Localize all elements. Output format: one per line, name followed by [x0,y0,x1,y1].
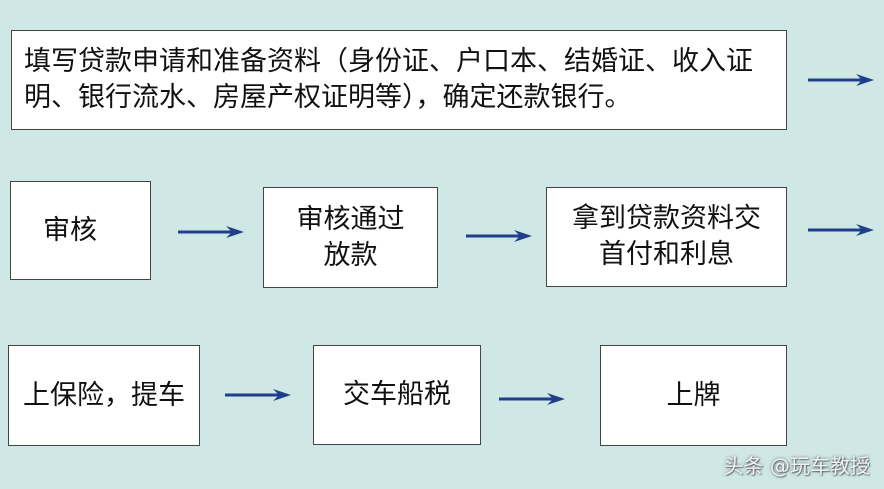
step-fill-application-text: 填写贷款申请和准备资料（身份证、户口本、结婚证、收入证明、银行流水、房屋产权证明… [24,46,753,113]
arrow-right-icon [808,224,874,236]
step-insurance-pickup: 上保险，提车 [8,345,200,446]
step-review: 审核 [10,181,151,280]
step-approved-loan-text: 审核通过放款 [296,203,405,271]
arrow-right-icon [499,393,565,405]
step-fill-application: 填写贷款申请和准备资料（身份证、户口本、结婚证、收入证明、银行流水、房屋产权证明… [11,30,787,130]
step-license-plate-text: 上牌 [666,379,721,411]
arrow-right-icon [466,230,532,242]
step-vehicle-tax: 交车船税 [313,345,481,445]
step-license-plate: 上牌 [600,345,787,446]
step-review-text: 审核 [43,214,97,246]
step-down-payment-text: 拿到贷款资料交首付和利息 [572,203,761,270]
arrow-right-icon [225,389,291,401]
arrow-right-icon [808,74,874,86]
step-down-payment: 拿到贷款资料交首付和利息 [546,187,787,287]
watermark: 头条 @玩车教授 [723,454,870,478]
step-vehicle-tax-text: 交车船税 [343,379,451,411]
step-insurance-pickup-text: 上保险，提车 [23,379,185,411]
arrow-right-icon [178,226,244,238]
step-approved-loan: 审核通过放款 [263,187,438,288]
